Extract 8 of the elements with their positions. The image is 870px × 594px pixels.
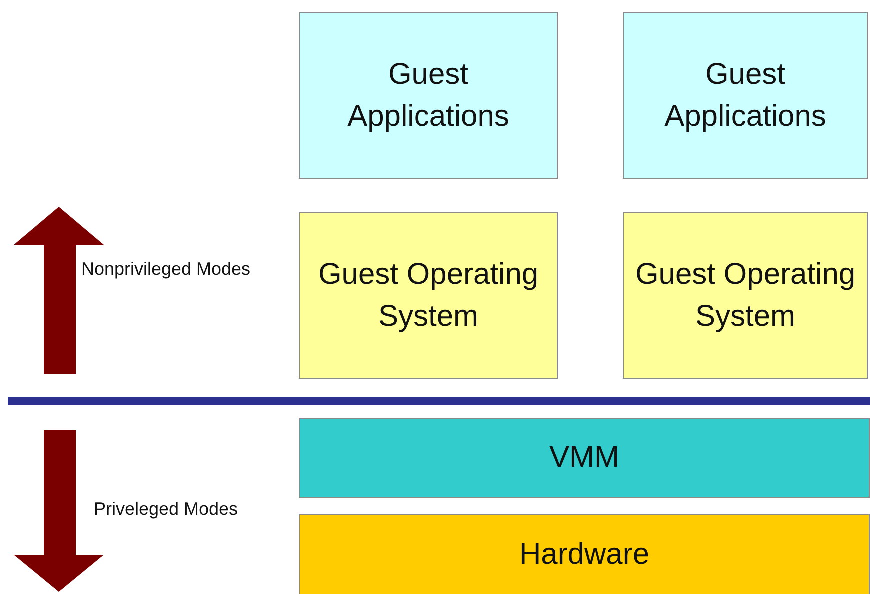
app-box: Guest Applications	[623, 12, 868, 179]
os-box: Guest Operating System	[623, 212, 868, 379]
vmm-bar: VMM	[299, 418, 870, 498]
app-box: Guest Applications	[299, 12, 558, 179]
mode-label: Nonprivileged Modes	[80, 258, 252, 281]
mode-label: Priveleged Modes	[92, 498, 240, 521]
hardware-bar: Hardware	[299, 514, 870, 594]
os-box: Guest Operating System	[299, 212, 558, 379]
